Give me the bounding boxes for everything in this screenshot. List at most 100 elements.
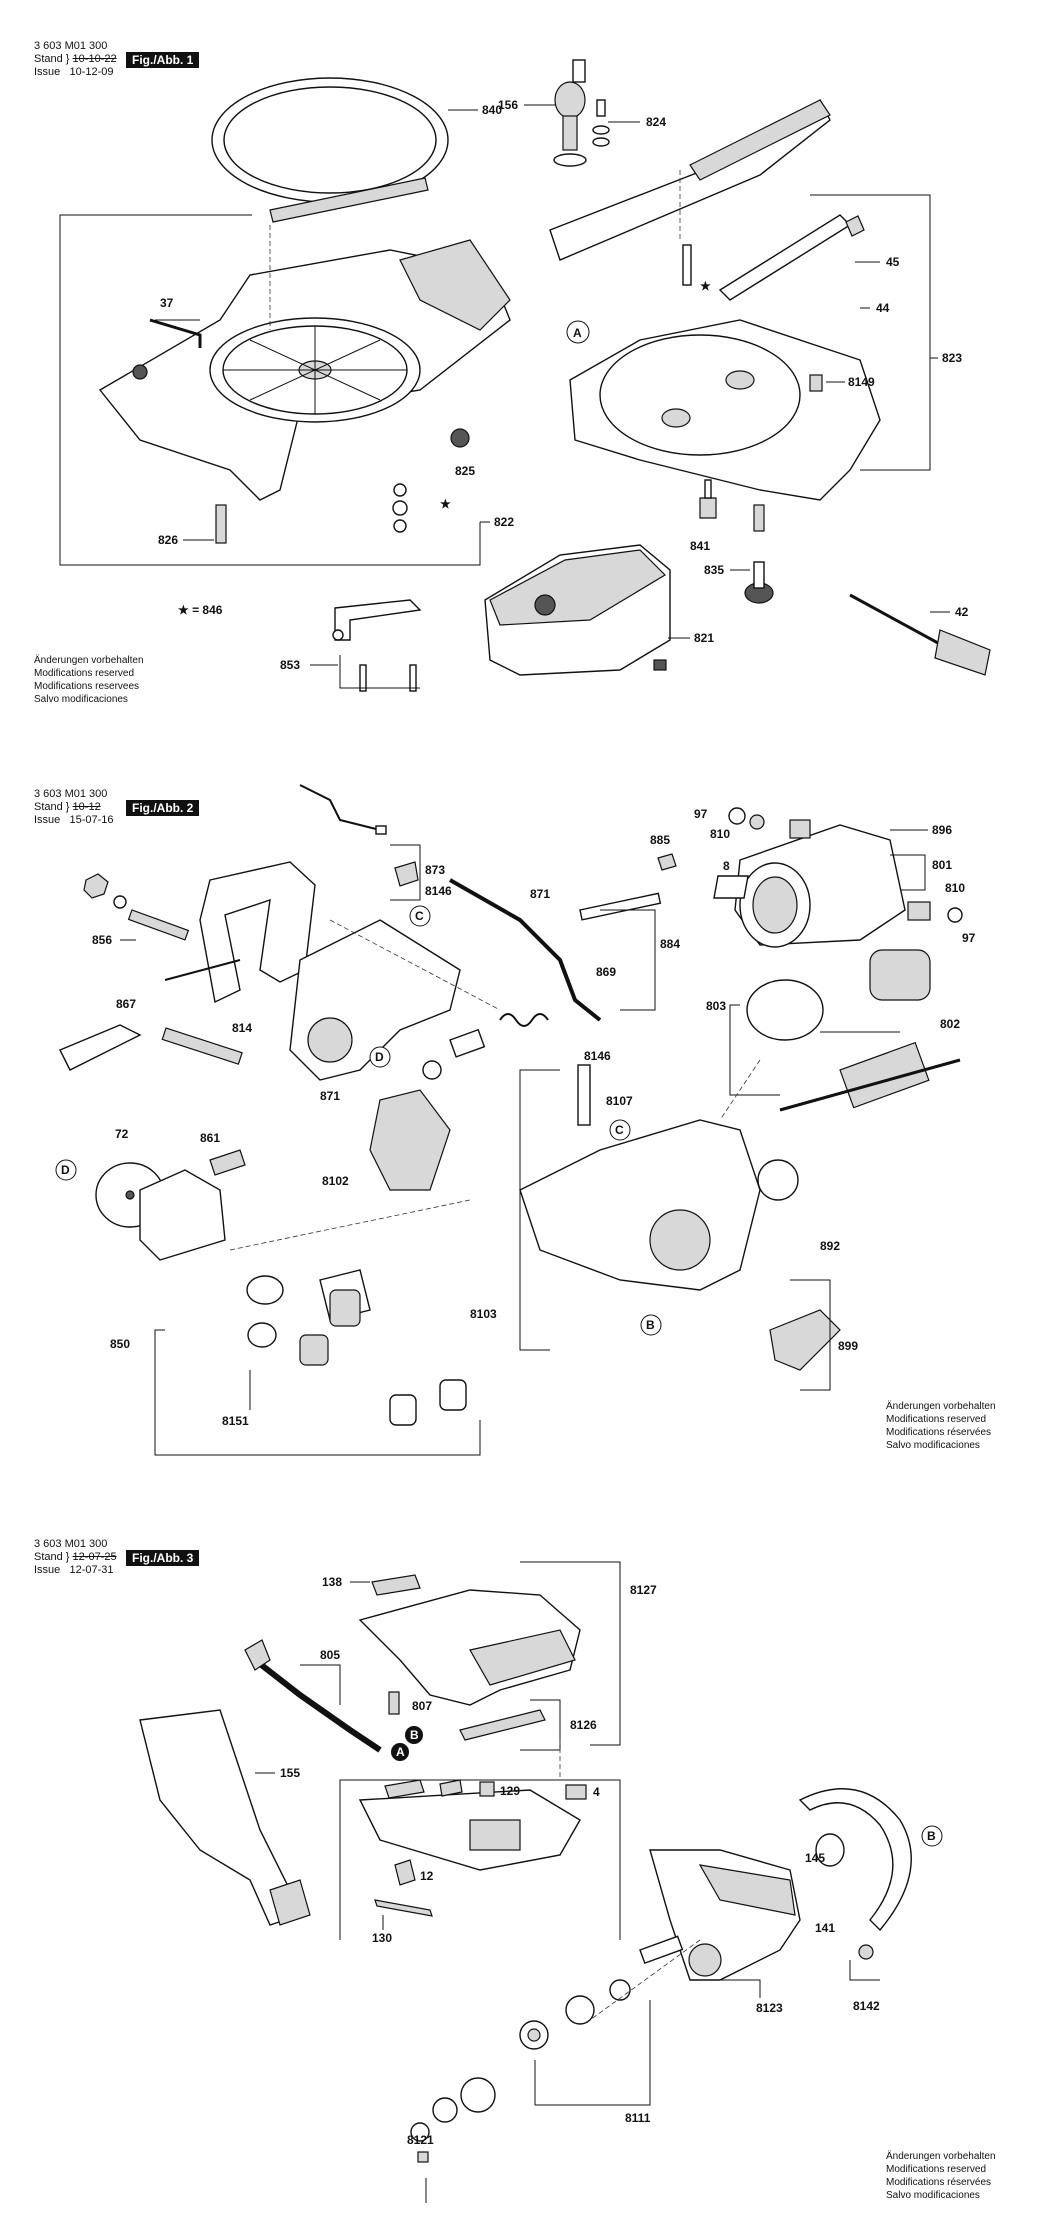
carry-handle: [199, 861, 316, 1004]
callout-861: 861: [200, 1131, 220, 1145]
star-note: ★ = 846: [178, 603, 223, 617]
callout-97a: 97: [694, 807, 708, 821]
callout-802: 802: [940, 1017, 960, 1031]
callout-8151: 8151: [222, 1414, 249, 1428]
fig3-stand-label: Stand: [34, 1551, 63, 1563]
star-marker: ★: [700, 279, 711, 293]
motor-arm-housing: [519, 1119, 761, 1291]
callout-869: 869: [596, 965, 616, 979]
notice-line: Modifications reserved: [34, 668, 135, 679]
callout-8107: 8107: [606, 1094, 633, 1108]
callout-B2: B: [927, 1829, 936, 1843]
callout-803: 803: [706, 999, 726, 1013]
callout-871a: 871: [530, 887, 550, 901]
turntable-extension: [569, 214, 881, 501]
fig1-header: 3 603 M01 300 Stand } 10-10-22 Issue 10-…: [34, 40, 117, 78]
fig2-doc-number: 3 603 M01 300: [34, 788, 108, 800]
notice-line: Modifications réservées: [886, 1427, 992, 1438]
saw-base: [98, 239, 511, 501]
gearbox-parts: [519, 1935, 722, 2050]
callout-12: 12: [420, 1869, 434, 1883]
callout-814: 814: [232, 1021, 252, 1035]
fig3-notice: Änderungen vorbehalten Modifications res…: [886, 2150, 996, 2202]
notice-line: Änderungen vorbehalten: [886, 2151, 996, 2162]
fig2-issue-label: Issue: [34, 814, 61, 826]
fig3-issue-label: Issue: [34, 1564, 61, 1576]
fig3-issue-value: 12-07-31: [69, 1564, 114, 1576]
callout-42: 42: [955, 605, 969, 619]
callout-44: 44: [876, 301, 890, 315]
callout-141: 141: [815, 1921, 835, 1935]
callout-850: 850: [110, 1337, 130, 1351]
callout-8126: 8126: [570, 1718, 597, 1732]
callout-810b: 810: [945, 881, 965, 895]
fig1-group-frame: [59, 214, 275, 566]
callout-C2: C: [615, 1123, 624, 1137]
callout-823: 823: [942, 351, 962, 365]
miter-scale-ring: [211, 77, 449, 223]
callout-885: 885: [650, 833, 670, 847]
lock-handle: [849, 593, 991, 676]
callout-824: 824: [646, 115, 666, 129]
notice-line: Modifications reservees: [34, 681, 140, 692]
fig2-header: 3 603 M01 300 Stand } 10-12 Issue 15-07-…: [34, 788, 114, 826]
fig3-label: Fig./Abb. 3: [126, 1550, 200, 1566]
callout-star: ★: [440, 497, 451, 511]
fig3-exploded-diagram: 138 8127 805 807 B A 8126 155: [139, 1561, 943, 2203]
callout-37: 37: [160, 296, 174, 310]
callout-130: 130: [372, 1931, 392, 1945]
callout-801: 801: [932, 858, 952, 872]
callout-72: 72: [115, 1127, 129, 1141]
callout-825: 825: [455, 464, 475, 478]
fig3-stand-value: 12-07-25: [72, 1551, 117, 1563]
fig1-stand-value: 10-10-22: [72, 53, 117, 65]
callout-8111: 8111: [625, 2111, 651, 2125]
callout-805: 805: [320, 1648, 340, 1662]
motor-housing: [734, 824, 906, 948]
callout-A: A: [396, 1745, 405, 1759]
callout-826: 826: [158, 533, 178, 547]
callout-8103: 8103: [470, 1307, 497, 1321]
fig1-exploded-diagram: 840 37 826 825 ★ 822: [59, 59, 991, 692]
callout-D2: D: [61, 1163, 70, 1177]
callout-899: 899: [838, 1339, 858, 1353]
callout-871b: 871: [320, 1089, 340, 1103]
lock-knob: [553, 59, 587, 167]
blade-guard: [649, 1849, 801, 1981]
callout-155: 155: [280, 1766, 300, 1780]
saw-arm-housing: [289, 919, 461, 1081]
callout-835: 835: [704, 563, 724, 577]
lever-867: [59, 1024, 142, 1071]
fig2-exploded-diagram: 873 8146 885 97 810 8 896 801 810 97 856: [55, 784, 976, 1456]
callout-807: 807: [412, 1699, 432, 1713]
callout-873: 873: [425, 863, 445, 877]
callout-821: 821: [694, 631, 714, 645]
callout-45: 45: [886, 255, 900, 269]
callout-8146b: 8146: [584, 1049, 611, 1063]
callout-884: 884: [660, 937, 680, 951]
notice-line: Modifications réservées: [886, 2177, 992, 2188]
callout-867: 867: [116, 997, 136, 1011]
fig2-issue-value: 15-07-16: [69, 814, 114, 826]
callout-8: 8: [723, 859, 730, 873]
callout-8123: 8123: [756, 2001, 783, 2015]
armature: [779, 1041, 961, 1112]
callout-896: 896: [932, 823, 952, 837]
callout-A: A: [573, 326, 582, 340]
fig2-stand-label: Stand: [34, 801, 63, 813]
callout-810a: 810: [710, 827, 730, 841]
callout-892: 892: [820, 1239, 840, 1253]
figure-2-panel: 3 603 M01 300 Stand } 10-12 Issue 15-07-…: [0, 770, 1050, 1490]
notice-line: Salvo modificaciones: [34, 694, 128, 705]
callout-C1: C: [415, 909, 424, 923]
lower-blade-guard: [798, 1788, 912, 1932]
notice-line: Modifications reserved: [886, 2164, 987, 2175]
bracket-853: [332, 599, 422, 692]
callout-138: 138: [322, 1575, 342, 1589]
callout-156: 156: [498, 98, 518, 112]
callout-B1: B: [410, 1728, 419, 1742]
callout-97b: 97: [962, 931, 976, 945]
callout-129: 129: [500, 1784, 520, 1798]
callout-D1: D: [375, 1050, 384, 1064]
callout-8142: 8142: [853, 1999, 880, 2013]
